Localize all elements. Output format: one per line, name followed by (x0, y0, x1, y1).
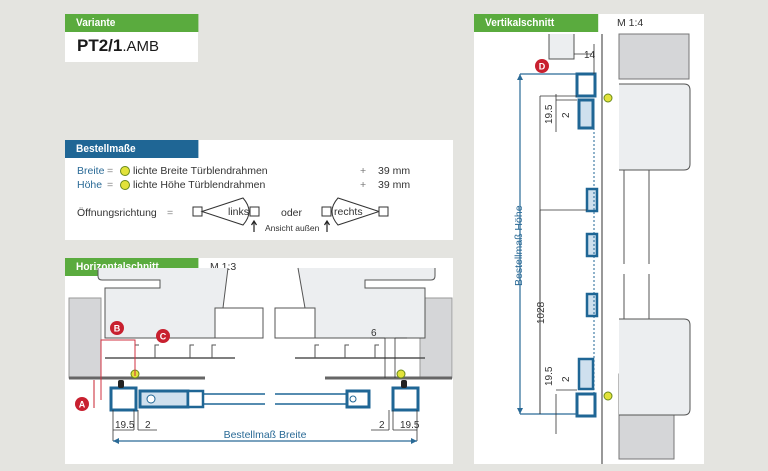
gasket-right (401, 380, 407, 388)
breite-label: Breite (77, 165, 105, 177)
profile-lower-frame (575, 392, 597, 418)
dim-top-right: 6 (371, 328, 377, 339)
bestellmasse-header: Bestellmaße (65, 140, 199, 158)
wall-left (68, 297, 102, 379)
variante-code: PT2/1.AMB (77, 36, 159, 56)
hinge-box-right-a (321, 206, 332, 217)
dimension-lines-horizontal (112, 337, 418, 441)
marker-d-label: D (539, 62, 546, 72)
dim-upper-gap: 2 (561, 112, 572, 118)
breite-eq: = (107, 165, 114, 177)
gasket-left (118, 380, 124, 388)
profile-right-leaf (345, 389, 371, 409)
marker-b-bracket (100, 339, 136, 400)
hoehe-eq: = (107, 179, 114, 191)
width-label: Bestellmaß Breite (224, 429, 307, 441)
leaf-left (214, 307, 264, 339)
view-arrow-right-icon (323, 219, 331, 232)
vertical-scale: M 1:4 (617, 17, 644, 29)
rail-ribs (134, 344, 379, 358)
marker-b-icon (110, 321, 124, 335)
dim-left-gap: 2 (145, 420, 151, 431)
hinge-box-left-b (249, 206, 260, 217)
breite-desc: lichte Breite Türblendrahmen (133, 165, 268, 177)
dimension-lines-vertical (539, 44, 595, 434)
dim-right-frame: 19.5 (400, 420, 420, 431)
door-swing-left-shape (200, 197, 250, 226)
dim-right-gap: 2 (379, 420, 385, 431)
vertical-section-drawing: D 14 19.5 2 1028 19.5 2 Bestellmaß Höhe (513, 33, 691, 464)
dim-lower-gap: 2 (561, 376, 572, 382)
reference-dot-top-icon (603, 93, 613, 103)
glass-left (203, 393, 265, 405)
height-dimension-line (519, 73, 577, 415)
hinge-pin-left-icon (146, 394, 156, 404)
variante-code-bold: PT2/1 (77, 36, 123, 55)
dim-top: 14 (584, 50, 596, 61)
opening-eq: = (167, 207, 174, 219)
opening-direction-symbols (192, 197, 389, 232)
profile-upper-frame (575, 72, 597, 98)
glass-right (275, 393, 347, 405)
height-label: Bestellmaß Höhe (513, 205, 525, 286)
horizontal-section-drawing: A B C 19.5 2 2 19.5 6 Bestellmaß Breite (68, 267, 453, 444)
marker-d-icon (535, 59, 549, 73)
dim-mid: 1028 (536, 301, 547, 324)
dim-lower-frame: 19.5 (544, 366, 555, 386)
variante-header: Variante (65, 14, 199, 32)
vertical-section-panel: Vertikalschnitt M 1:4 D (474, 14, 704, 464)
breite-plus: + (360, 165, 367, 177)
marker-b-label: B (114, 324, 121, 334)
dim-upper-frame: 19.5 (544, 104, 555, 124)
marker-a-label: A (79, 400, 86, 410)
dim-left-frame: 19.5 (115, 420, 135, 431)
variante-panel: Variante PT2/1.AMB (65, 14, 199, 62)
hoehe-desc: lichte Höhe Türblendrahmen (133, 179, 266, 191)
breite-value: 39 mm (378, 165, 411, 177)
marker-c-icon (156, 329, 170, 343)
frame-upper (619, 83, 691, 171)
hoehe-dot-icon (120, 180, 130, 190)
leaf-right (274, 307, 316, 339)
profile-left-clip (186, 389, 205, 409)
vertical-header: Vertikalschnitt (474, 14, 599, 32)
frame-right (297, 267, 436, 339)
opening-left: links (228, 206, 250, 218)
profile-right-frame (391, 386, 420, 412)
opening-label: Öffnungsrichtung (77, 207, 157, 219)
profile-upper-leaf (577, 98, 595, 130)
marker-c-label: C (160, 332, 167, 342)
reference-dot-right-icon (396, 369, 406, 379)
hoehe-plus: + (360, 179, 367, 191)
hoehe-value: 39 mm (378, 179, 411, 191)
profile-mid (577, 187, 599, 391)
opening-right: rechts (334, 206, 363, 218)
breite-dot-icon (120, 166, 130, 176)
leaf-cut-lines (623, 170, 650, 319)
hinge-box-right-b (378, 206, 389, 217)
opening-or: oder (281, 207, 303, 219)
hoehe-label: Höhe (77, 179, 103, 191)
marker-a-icon (75, 397, 89, 411)
frame-lower (619, 318, 691, 416)
variante-code-suffix: .AMB (122, 38, 160, 55)
horizontal-section-panel: Horizontalschnitt M 1:3 (65, 258, 453, 464)
reference-dot-bottom-icon (603, 391, 613, 401)
top-frame (548, 34, 575, 60)
bestellmasse-panel: Bestellmaße Breite = lichte Breite Türbl… (65, 140, 453, 240)
wall-top (618, 33, 690, 80)
view-arrow-left-icon (250, 219, 258, 232)
hinge-pin-right-icon (349, 395, 357, 403)
view-note: Ansicht außen (265, 223, 320, 233)
door-swing-right-shape (331, 197, 381, 226)
profile-left-frame (109, 386, 138, 412)
